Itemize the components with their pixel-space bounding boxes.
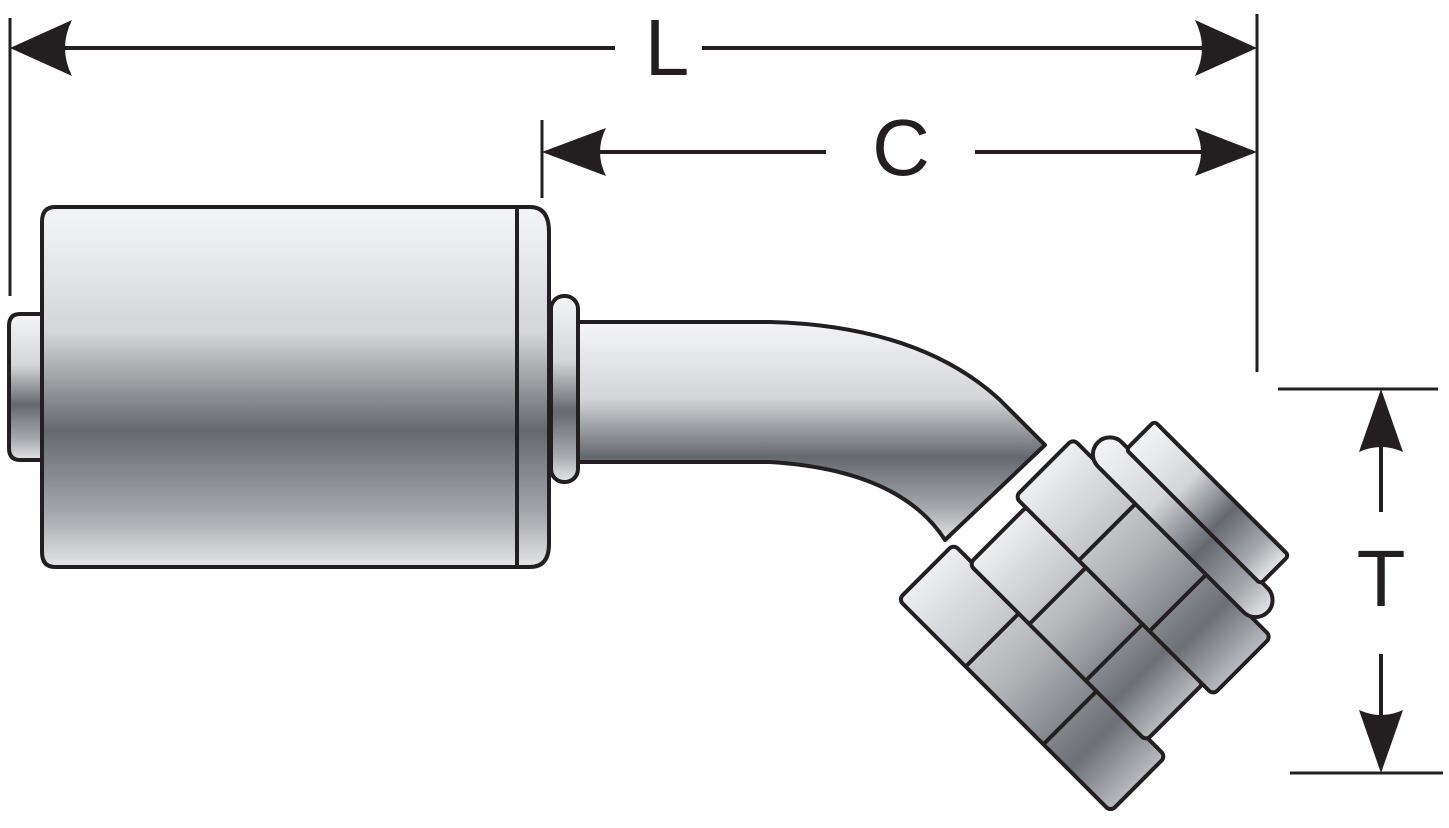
dimension-c-label: C xyxy=(872,103,930,192)
crimp-ferrule xyxy=(40,205,551,569)
dimension-t-label: T xyxy=(1357,534,1406,623)
hex-nut-1-facet-bottom xyxy=(1042,687,1100,746)
hose-stub xyxy=(7,312,44,462)
dimension-c: C xyxy=(540,103,1257,198)
stem-collar-ring xyxy=(549,294,580,484)
dimension-l-arrow-right xyxy=(1195,20,1257,76)
hex-nut-3-facet-bottom xyxy=(1148,571,1209,633)
hose-fitting xyxy=(7,205,1290,812)
hex-nut-2-facet-bottom xyxy=(1084,621,1146,683)
dimension-c-arrow-left xyxy=(542,128,606,176)
dimension-l: L xyxy=(8,3,1259,372)
hex-nut-3-facet-top xyxy=(1077,501,1139,562)
fitting-nose xyxy=(1125,420,1290,585)
bent-stem-tube xyxy=(571,320,1047,542)
dimension-t: T xyxy=(1278,387,1443,775)
dimension-l-arrow-left xyxy=(10,20,72,76)
dimension-t-arrow-top xyxy=(1359,389,1403,452)
dimension-c-arrow-right xyxy=(1195,128,1257,176)
hex-nut-1-facet-top xyxy=(964,610,1023,668)
hex-nut-2-facet-top xyxy=(1027,564,1089,626)
dimension-l-label: L xyxy=(645,3,690,92)
swivel-nut-assembly xyxy=(898,420,1290,812)
dimension-t-arrow-bottom xyxy=(1359,710,1403,773)
